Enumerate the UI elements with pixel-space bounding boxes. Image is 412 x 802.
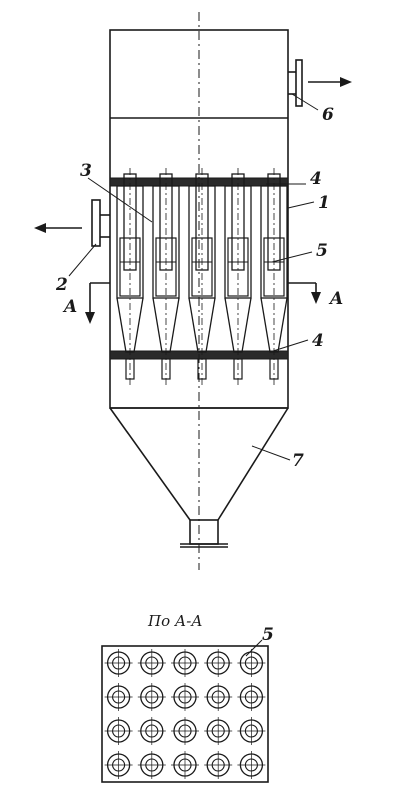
label-section-a-left: A (62, 297, 77, 317)
section-cyclone (237, 717, 266, 745)
section-cyclone (104, 751, 133, 779)
section-cyclone (137, 751, 166, 779)
section-cyclone (204, 683, 233, 711)
label-6: 6 (322, 105, 334, 125)
leader-4-bottom (269, 339, 309, 353)
section-cyclone (104, 683, 133, 711)
section-cyclone (204, 649, 233, 677)
section-cyclone (237, 683, 266, 711)
section-cyclone (104, 717, 133, 745)
section-cyclone (171, 751, 199, 779)
section-title: По А-А (147, 612, 203, 630)
cyclone-element (260, 168, 288, 388)
section-grid (104, 649, 266, 779)
label-4-top: 4 (310, 169, 322, 189)
section-cyclone (137, 649, 166, 677)
cyclone-element (116, 168, 144, 388)
label-section-5: 5 (262, 625, 274, 645)
label-1: 1 (318, 193, 330, 213)
dust-hopper (109, 407, 289, 548)
section-cyclone (137, 717, 166, 745)
leader-6 (291, 93, 319, 111)
cyclone-element (152, 168, 180, 388)
label-3: 3 (80, 161, 92, 181)
section-cyclone (171, 649, 199, 677)
leader-2 (68, 243, 97, 277)
section-cyclone (204, 717, 233, 745)
label-2: 2 (55, 275, 68, 295)
section-cyclone (171, 717, 199, 745)
inlet-arrow (34, 223, 82, 233)
leader-section-5 (245, 639, 263, 657)
label-4-bottom: 4 (312, 331, 324, 351)
section-marker-left (85, 282, 110, 324)
leader-3 (87, 177, 153, 223)
leader-7 (251, 445, 291, 461)
inlet-pipe (91, 199, 110, 247)
leader-1 (287, 201, 315, 209)
section-frame (101, 645, 269, 783)
section-cyclone (237, 751, 266, 779)
cyclone-element (188, 168, 216, 388)
section-cyclone (237, 649, 266, 677)
label-5: 5 (316, 241, 328, 261)
label-section-a-right: A (328, 289, 343, 309)
section-cyclone (204, 751, 233, 779)
cyclone-elements (116, 168, 288, 388)
leader-5 (271, 251, 313, 263)
outlet-arrow (308, 77, 352, 87)
section-cyclone (104, 649, 133, 677)
label-7: 7 (292, 451, 304, 471)
section-marker-right (288, 282, 321, 304)
section-cyclone (171, 683, 199, 711)
cyclone-element (224, 168, 252, 388)
section-cyclone (137, 683, 166, 711)
